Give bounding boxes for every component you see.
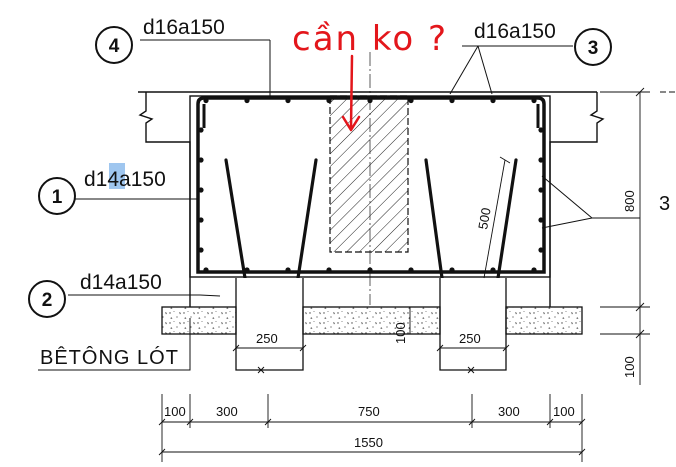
bottom-dim-2: 300 [216,404,238,419]
rebar-dot [203,97,209,104]
rebar-dot [198,247,204,253]
lean-thickness-dim: 100 [393,322,408,344]
rebar-dot [531,97,537,104]
rebar-dots [198,97,544,273]
rebar-dot [198,157,204,163]
rebar-dot [490,97,496,104]
rebar-dot [538,187,544,193]
pile-right-width: 250 [459,331,481,346]
rebar-dot [198,187,204,193]
rebar-dot [198,217,204,223]
callout-1-number: 1 [52,187,63,208]
callout-2: 2 [28,280,66,318]
callout-3-label: d16a150 [474,20,556,43]
rebar-dot [326,97,332,104]
rebar-dot [367,97,373,104]
callout-1-label: d14a150 [84,168,166,191]
rebar-dot [531,267,537,273]
height-dim: 800 [622,190,637,212]
rebar-dot [244,97,250,104]
bottom-dim-1: 100 [164,404,186,419]
text-selection-highlight [109,163,125,189]
callout-2-label: d14a150 [80,271,162,294]
rebar-dot [203,267,209,273]
rebar-dot [198,127,204,133]
rebar-dot [326,267,332,273]
lean-concrete-leader [38,318,191,371]
column-section [329,95,409,253]
lean-concrete-label: BÊTÔNG LÓT [40,346,179,369]
inclined-bars [224,158,518,280]
handwritten-annotation: cần ko ? [292,19,448,132]
callout-3: 3 [574,28,612,66]
leader-lines [68,39,640,297]
rebar-dot [538,247,544,253]
callout-3-number: 3 [588,38,599,59]
rebar-dot [285,97,291,104]
callout-4: 4 [95,26,133,64]
pile-left-width: 250 [256,331,278,346]
callout-1: 1 [38,177,76,215]
rebar-dot [408,97,414,104]
callout-2-number: 2 [42,290,53,311]
rebar-dot [285,267,291,273]
callout-4-label: d16a150 [143,16,225,39]
slab-outline [138,91,605,307]
bottom-dim-3: 750 [358,404,380,419]
rebar-dot [538,157,544,163]
right-lower-dim: 100 [622,356,637,378]
rebar-dot [244,267,250,273]
rebar-dot [449,267,455,273]
rebar-dot [538,127,544,133]
bottom-dim-5: 100 [553,404,575,419]
rebar-dot [538,217,544,223]
rebar-dot [449,97,455,104]
callout-4-number: 4 [109,36,120,57]
total-width-dim: 1550 [354,435,383,450]
annotation-text: cần ko ? [292,19,448,59]
lean-concrete [161,306,583,335]
diagonal-dim: 500 [475,207,494,231]
bottom-dim-4: 300 [498,404,520,419]
rebar-dot [490,267,496,273]
rebar-dot [367,267,373,273]
rebar-dot [408,267,414,273]
edge-cut-label: 3 [659,193,670,215]
piles [235,278,507,371]
annotation-arrow-icon [341,54,361,132]
